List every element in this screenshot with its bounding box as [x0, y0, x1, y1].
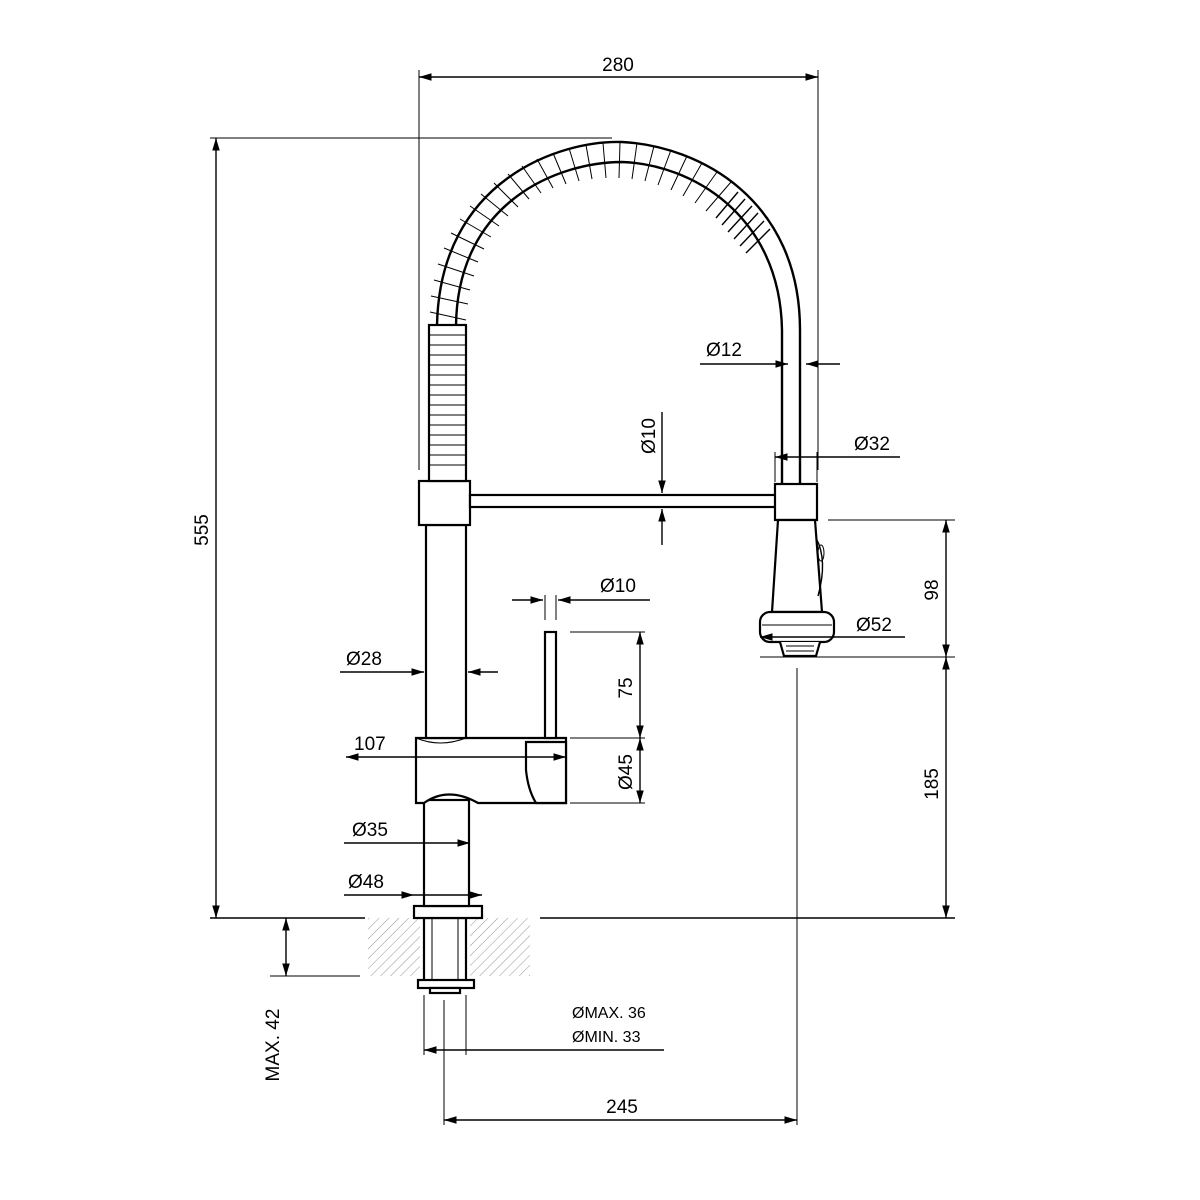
dim-head-height: 98: [922, 579, 943, 600]
spring-end: [715, 191, 771, 254]
hose-arc: [435, 140, 802, 483]
dim-hole-max: ØMAX. 36: [572, 1005, 646, 1022]
spring-coils-arc: [429, 141, 732, 321]
spring-coils-straight: [429, 334, 466, 466]
dim-base-dia: Ø48: [348, 872, 384, 893]
dim-lever-dia: Ø10: [600, 576, 636, 597]
dim-lever-height: 75: [616, 677, 637, 698]
dim-spout-dia: Ø10: [639, 418, 660, 454]
dimension-lines: [212, 73, 950, 1124]
spout-collar: [417, 479, 472, 527]
upright-column: [424, 523, 468, 740]
countertop: [210, 917, 955, 977]
dim-hose-dia: Ø12: [706, 340, 742, 361]
spout-rod: [468, 493, 780, 509]
dim-spout-height: 185: [922, 768, 943, 800]
mounting-nut: [416, 978, 476, 990]
dim-max-thickness: MAX. 42: [263, 1009, 284, 1082]
dim-body-dia: Ø28: [346, 649, 382, 670]
dim-head-dia: Ø52: [856, 615, 892, 636]
lever-base: [524, 740, 568, 805]
mounting-shank: [422, 916, 468, 984]
dimension-labels: 280 555 Ø12 Ø10 Ø32 Ø10 98 Ø52 Ø28 75 10…: [192, 55, 943, 1118]
dim-head-top-dia: Ø32: [854, 434, 890, 455]
dim-height-total: 555: [192, 514, 213, 546]
dim-reach: 245: [606, 1097, 638, 1118]
spray-head-body: [770, 518, 824, 614]
extension-lines: [210, 70, 955, 1125]
spray-trigger: [815, 537, 824, 597]
dim-mixer-dia: Ø45: [616, 754, 637, 790]
dim-hole-min: ØMIN. 33: [572, 1029, 641, 1046]
dim-lower-dia: Ø35: [352, 820, 388, 841]
dim-mixer-length: 107: [354, 734, 386, 755]
spray-head-top: [773, 482, 819, 522]
lever-handle: [543, 630, 558, 740]
dim-width-top: 280: [602, 55, 634, 76]
spring-base: [427, 323, 468, 483]
lower-body: [422, 798, 471, 908]
faucet-body: [412, 140, 836, 995]
base-flange: [412, 904, 484, 920]
